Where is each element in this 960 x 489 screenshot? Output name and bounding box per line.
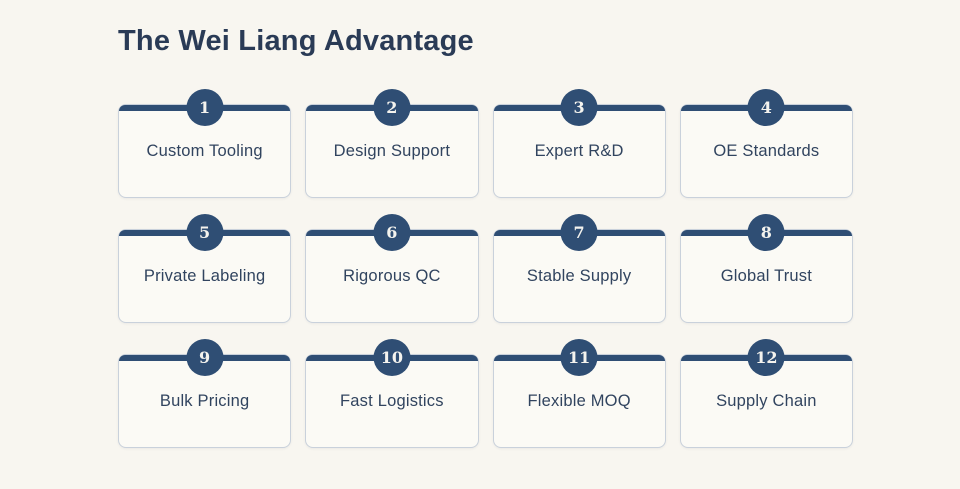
card-number: 9: [199, 347, 211, 367]
card-number: 1: [199, 97, 211, 117]
card-number-badge: 3: [560, 89, 598, 127]
card-number-badge: 10: [373, 339, 411, 377]
advantage-card-grid: 1 Custom Tooling 2 Design Support 3 Expe…: [118, 89, 853, 449]
card-number-badge: 4: [747, 89, 785, 127]
card-label: OE Standards: [713, 142, 820, 161]
card-number: 10: [380, 347, 403, 367]
card-number-badge: 2: [373, 89, 411, 127]
advantage-card: 9 Bulk Pricing: [118, 339, 292, 449]
card-number: 12: [755, 347, 778, 367]
card-number-badge: 6: [373, 214, 411, 252]
card-number-badge: 11: [560, 339, 598, 377]
card-label: Global Trust: [720, 267, 813, 286]
card-label: Rigorous QC: [343, 267, 441, 286]
card-label: Fast Logistics: [340, 392, 444, 411]
card-number: 6: [386, 222, 398, 242]
card-number-badge: 12: [747, 339, 785, 377]
card-number: 4: [760, 97, 772, 117]
card-number: 2: [386, 97, 398, 117]
advantage-card: 5 Private Labeling: [118, 214, 292, 324]
card-number-badge: 9: [186, 339, 224, 377]
advantage-card: 7 Stable Supply: [492, 214, 666, 324]
advantage-card: 2 Design Support: [305, 89, 479, 199]
card-label: Flexible MOQ: [527, 392, 631, 411]
advantage-card: 12 Supply Chain: [679, 339, 853, 449]
card-label: Private Labeling: [143, 267, 266, 286]
advantage-card: 1 Custom Tooling: [118, 89, 292, 199]
card-label: Supply Chain: [716, 392, 817, 411]
page-title: The Wei Liang Advantage: [118, 25, 474, 57]
advantage-card: 8 Global Trust: [679, 214, 853, 324]
advantage-section: The Wei Liang Advantage 1 Custom Tooling…: [118, 25, 853, 449]
advantage-card: 3 Expert R&D: [492, 89, 666, 199]
card-number-badge: 1: [186, 89, 224, 127]
card-number: 5: [199, 222, 211, 242]
advantage-card: 4 OE Standards: [679, 89, 853, 199]
advantage-card: 11 Flexible MOQ: [492, 339, 666, 449]
card-number-badge: 8: [747, 214, 785, 252]
card-label: Expert R&D: [534, 142, 624, 161]
card-label: Stable Supply: [526, 267, 632, 286]
card-label: Design Support: [333, 142, 451, 161]
card-number: 3: [573, 97, 585, 117]
card-number-badge: 7: [560, 214, 598, 252]
card-number: 7: [573, 222, 585, 242]
card-label: Bulk Pricing: [159, 392, 250, 411]
card-number-badge: 5: [186, 214, 224, 252]
card-number: 8: [760, 222, 772, 242]
advantage-card: 6 Rigorous QC: [305, 214, 479, 324]
card-number: 11: [567, 347, 591, 367]
card-label: Custom Tooling: [146, 142, 263, 161]
advantage-card: 10 Fast Logistics: [305, 339, 479, 449]
